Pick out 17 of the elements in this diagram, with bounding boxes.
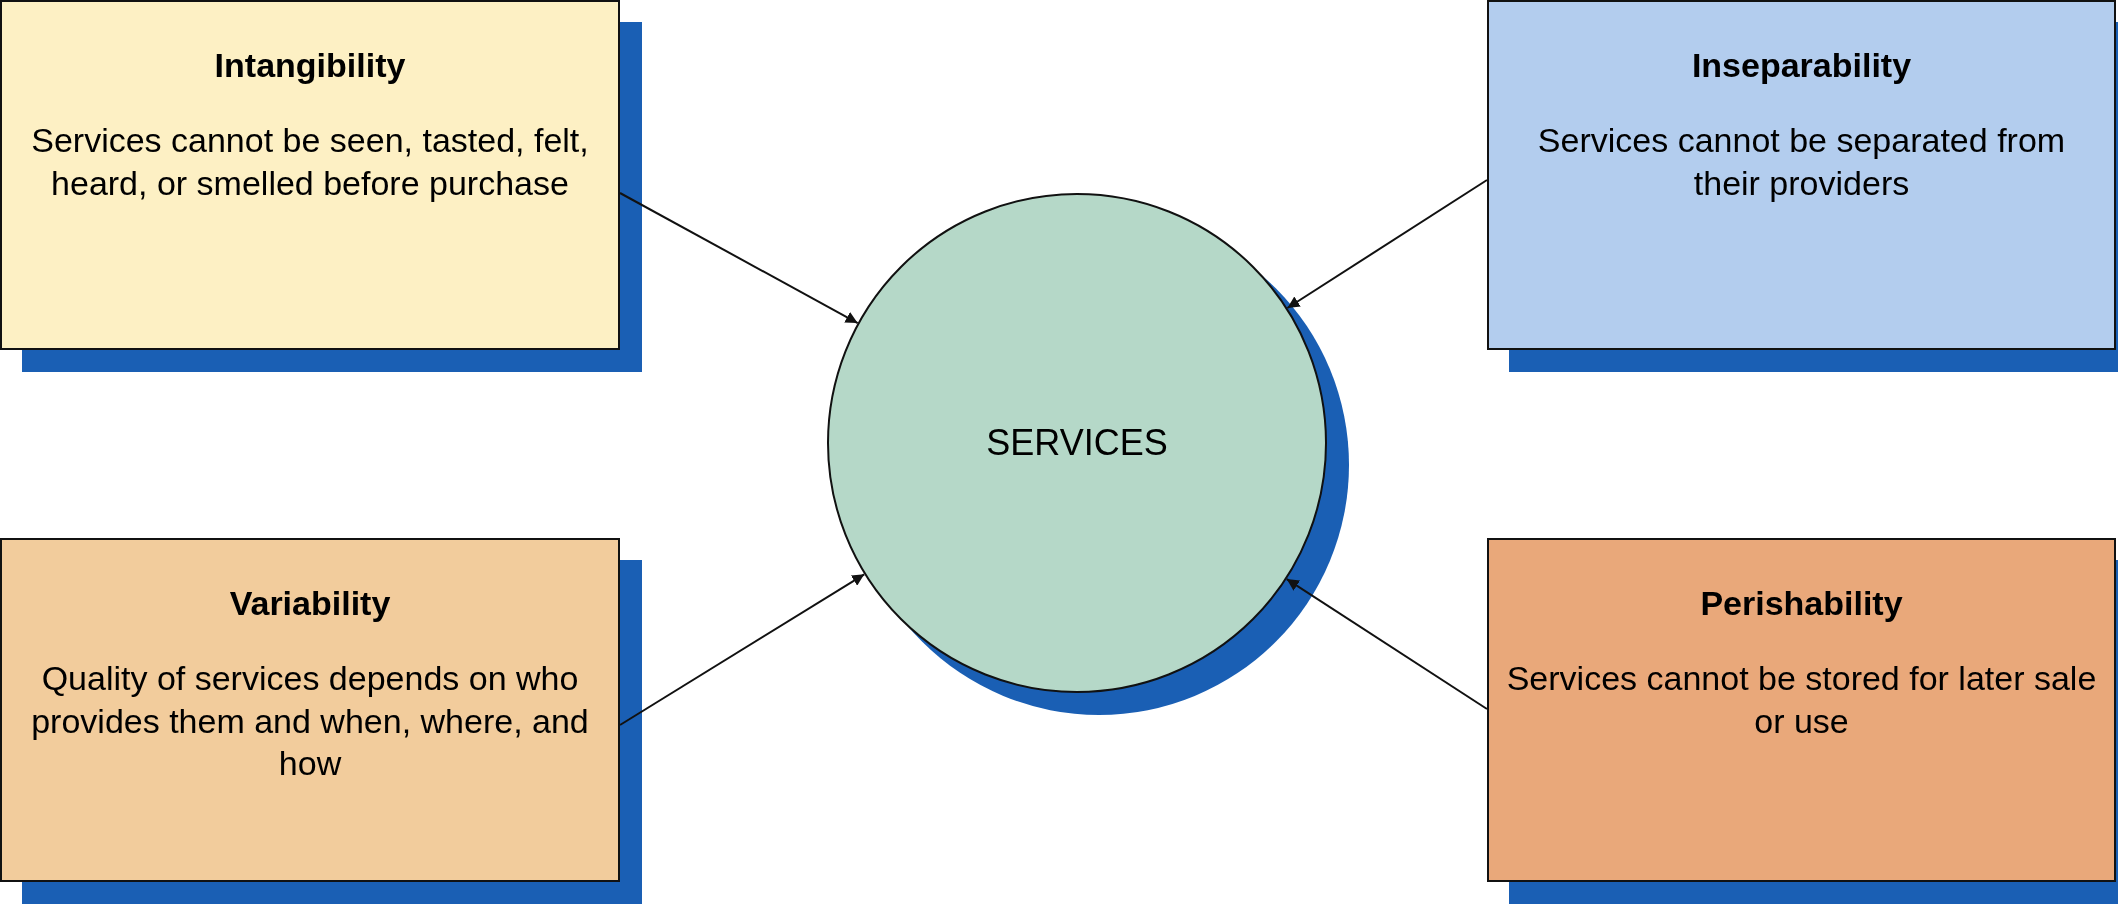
card-title: Variability xyxy=(229,584,391,623)
card-title: Intangibility xyxy=(214,46,406,85)
card xyxy=(0,538,620,882)
arrow xyxy=(619,192,859,324)
card-description: Quality of services depends on who provides them and when, where, and how xyxy=(30,658,590,784)
card-title: Inseparability xyxy=(1691,46,1912,85)
arrow xyxy=(619,573,866,726)
circle-label: SERVICES xyxy=(986,422,1168,464)
card xyxy=(0,0,620,350)
card xyxy=(1487,0,2116,350)
card xyxy=(1487,538,2116,882)
card-description: Services cannot be seen, tasted, felt, heard, or smelled before purchase xyxy=(30,120,590,204)
arrow xyxy=(1286,179,1488,309)
card-description: Services cannot be separated from their providers xyxy=(1536,120,2067,204)
arrow xyxy=(1285,578,1488,710)
card-description: Services cannot be stored for later sale or use xyxy=(1505,658,2098,742)
card-title: Perishability xyxy=(1700,584,1903,623)
